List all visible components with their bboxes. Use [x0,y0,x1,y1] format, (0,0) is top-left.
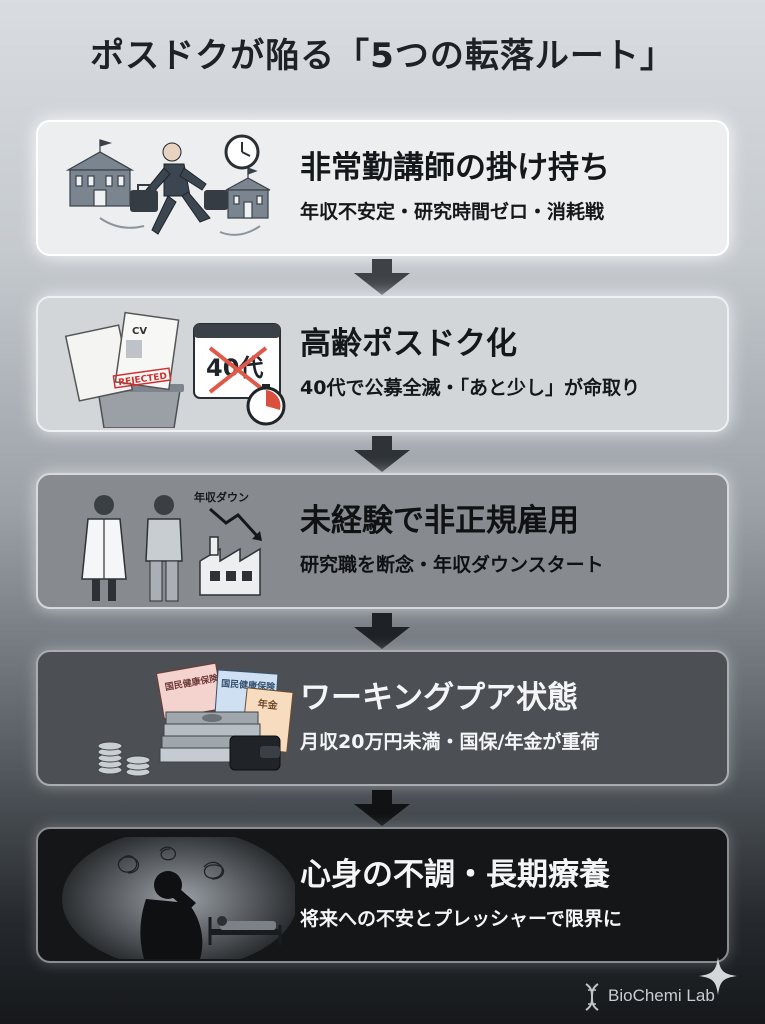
wallet-icon [229,735,281,771]
step-5-description: 将来への不安とプレッシャーで限界に [300,908,622,930]
lab-coat-person-icon [81,495,127,601]
scribble-icon [117,846,225,880]
step-card-1: 非常勤講師の掛け持ち 年収不安定・研究時間ゼロ・消耗戦 [36,120,729,256]
step-2-heading: 高齢ポスドク化 [300,326,517,362]
step-4-description: 月収20万円未満・国保/年金が重荷 [300,731,600,753]
step-card-2: CV REJECTED 40代 高齢ポスドク化 40代で公募全滅・「あと少し」が… [36,296,729,432]
down-arrow-icon [354,259,410,295]
briefcase-icon [130,184,228,212]
page-title: ポスドクが陥る「5つの転落ルート」 [90,36,675,76]
step-5-illustration [62,837,295,959]
university-icon [65,139,135,207]
step-card-4: 国民健康保険 国民健康保険 年金 ワーキングプア状態 月収20万円未満・国保/年… [36,650,729,786]
step-3-heading: 未経験で非正規雇用 [300,503,579,539]
clock-icon [224,134,260,170]
step-1-illustration [65,134,271,236]
step-card-5: 心身の不調・長期療養 将来への不安とプレッシャーで限界に [36,827,729,963]
step-3-description: 研究職を断念・年収ダウンスタート [300,554,604,576]
university-icon [225,167,271,219]
running-man-icon [145,142,211,235]
dna-logo-icon [585,983,599,1011]
step-5-heading: 心身の不調・長期療養 [300,857,610,893]
coin-stack-icon [97,741,151,777]
brand-name: BioChemi Lab [608,986,715,1005]
down-trend-arrow-icon [209,507,262,541]
step-1-heading: 非常勤講師の掛け持ち [300,150,610,186]
stopwatch-icon [246,384,286,426]
down-arrow-icon [354,613,410,649]
income-down-caption: 年収ダウン [194,490,249,504]
down-arrow-icon [354,790,410,826]
sick-bed-icon [208,916,282,945]
cv-document-icon: CV REJECTED [64,311,180,402]
step-2-description: 40代で公募全滅・「あと少し」が命取り [300,377,640,399]
sparkle-icon [699,957,737,995]
step-4-heading: ワーキングプア状態 [300,680,579,716]
cv-label: CV [132,326,147,337]
step-1-description: 年収不安定・研究時間ゼロ・消耗戦 [300,201,605,223]
distressed-person-icon [140,871,203,959]
factory-icon [199,536,261,596]
step-3-illustration: 年収ダウン [81,490,262,602]
doc-label-3: 年金 [257,697,279,712]
step-4-illustration: 国民健康保険 国民健康保険 年金 [97,662,294,777]
worker-icon [145,495,183,602]
step-card-3: 年収ダウン 未経験で非正規雇用 研究職を断念・年収ダウンスタート [36,473,729,609]
step-2-illustration: CV REJECTED 40代 [64,311,286,428]
down-arrow-icon [354,436,410,472]
calendar-icon: 40代 [193,323,281,399]
